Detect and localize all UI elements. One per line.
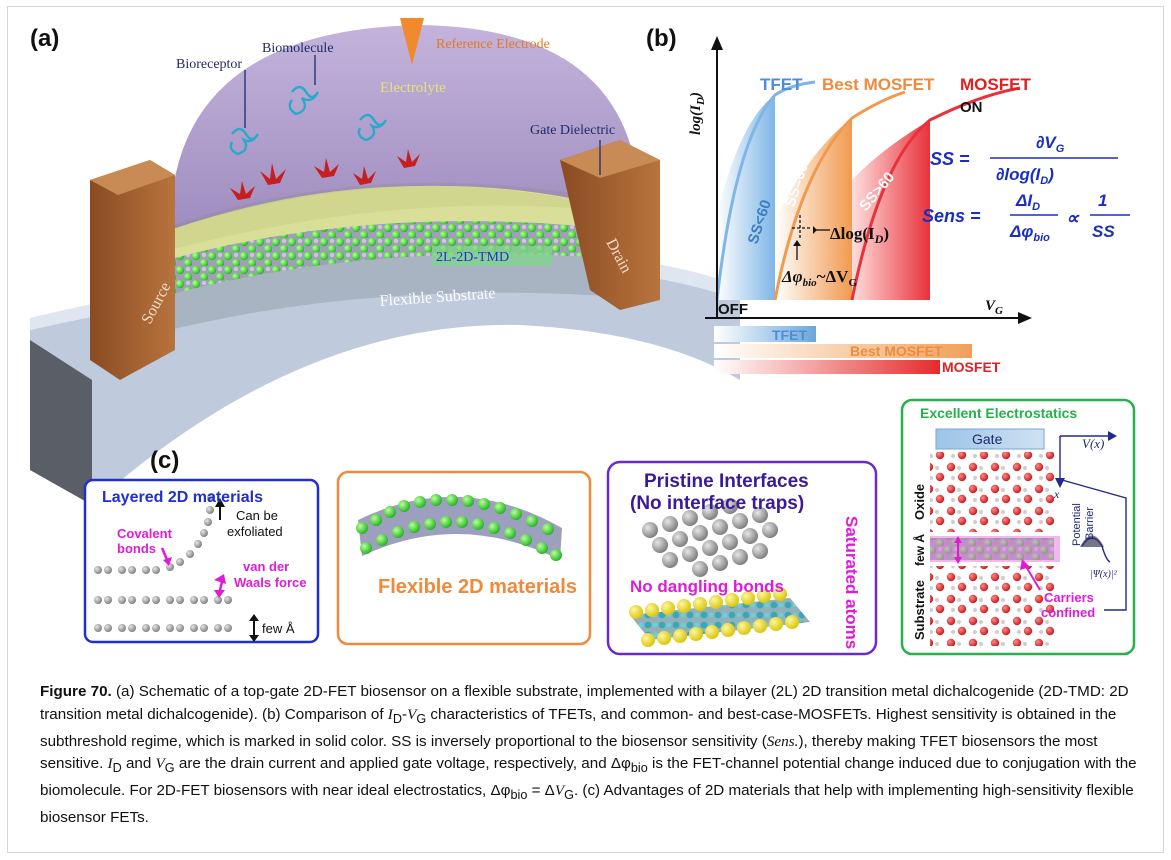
label-off: OFF <box>718 301 748 318</box>
svg-text:SS: SS <box>1092 222 1115 241</box>
mosfet-region <box>852 120 930 300</box>
label-reference-electrode: Reference Electrode <box>436 37 550 52</box>
bioreceptors <box>230 149 420 200</box>
svg-text:SS =: SS = <box>930 149 970 169</box>
svg-text:ΔID: ΔID <box>1015 191 1040 213</box>
label-van-der: van der <box>243 559 289 574</box>
panel-label-b: (b) <box>646 25 677 52</box>
figure-caption: Figure 70. (a) Schematic of a top-gate 2… <box>40 683 1137 827</box>
biomolecules <box>229 85 388 156</box>
label-oxide: Oxide <box>912 484 927 520</box>
y-axis-label: log(ID) <box>688 92 707 135</box>
box4-title: Excellent Electrostatics <box>920 405 1077 421</box>
box-flexible-2d <box>336 470 592 646</box>
label-electrolyte: Electrolyte <box>380 80 446 96</box>
tfet-region <box>717 95 775 300</box>
box-layered-2d <box>83 478 320 644</box>
reference-electrode-shape <box>400 18 424 65</box>
box3-title-line2: (No interface traps) <box>630 493 804 514</box>
svg-text:∂VG: ∂VG <box>1036 133 1065 155</box>
figure-label: Figure 70. <box>40 683 112 700</box>
label-bonds: bonds <box>117 541 156 556</box>
label-carriers: Carriers <box>1044 590 1094 605</box>
panel-label-c: (c) <box>150 447 179 474</box>
label-bioreceptor: Bioreceptor <box>176 57 242 72</box>
label-saturated-atoms: Saturated atoms <box>842 516 861 649</box>
x-axis-label: VG <box>985 298 1003 317</box>
bar-label-tfet: TFET <box>772 327 807 343</box>
svg-text:Sens =: Sens = <box>922 206 981 226</box>
label-exfoliated: exfoliated <box>227 524 283 539</box>
label-substrate: Substrate <box>912 580 927 640</box>
label-confined: confined <box>1041 605 1095 620</box>
bar-tfet <box>714 326 816 342</box>
label-can-be: Can be <box>236 508 278 523</box>
flexible-substrate-shape <box>30 267 740 505</box>
panel-a <box>30 18 740 505</box>
best-mosfet-region <box>775 118 852 300</box>
label-potential: Potential <box>1071 503 1083 546</box>
svg-text:∝: ∝ <box>1066 208 1080 228</box>
electrolyte-dome <box>170 25 640 230</box>
legend-tfet: TFET <box>760 75 803 94</box>
label-waals-force: Waals force <box>234 575 307 590</box>
label-channel: 2L-2D-TMD <box>436 250 509 265</box>
label-delta-phi: Δφbio~ΔVG <box>781 267 857 289</box>
mosfet-curve <box>850 86 1021 301</box>
label-x: x <box>1053 487 1060 501</box>
box3-title-line1: Pristine Interfaces <box>644 471 809 492</box>
box1-title: Layered 2D materials <box>102 489 263 506</box>
drain-block <box>560 140 660 310</box>
legend-best-mosfet: Best MOSFET <box>822 75 935 94</box>
source-block <box>90 160 175 380</box>
label-covalent: Covalent <box>117 526 173 541</box>
panel-label-a: (a) <box>30 25 59 52</box>
label-gate-dielectric: Gate Dielectric <box>530 123 615 138</box>
tmd-bilayer <box>160 221 640 305</box>
best-mosfet-curve <box>773 90 906 301</box>
figure-art: (a) Bioreceptor Biomolecule Reference El… <box>30 18 1136 656</box>
label-delta-log: Δlog(ID) <box>830 224 889 246</box>
box-pristine-interfaces <box>606 460 878 656</box>
label-psi: |Ψ(x)|² <box>1090 569 1118 580</box>
label-biomolecule: Biomolecule <box>262 41 334 56</box>
panel-b <box>705 36 1032 374</box>
figure-frame <box>7 6 1164 853</box>
box2-label: Flexible 2D materials <box>378 576 577 598</box>
legend-mosfet: MOSFET <box>960 75 1031 94</box>
label-few-a: few Å <box>262 621 295 636</box>
ss-equation: SS = ∂VG ∂log(ID) <box>930 133 1118 187</box>
label-barrier: Barrier <box>1084 507 1096 540</box>
bar-label-mosfet: MOSFET <box>942 359 1001 375</box>
label-few-a-vertical: few Å <box>912 534 927 566</box>
svg-text:Δφbio: Δφbio <box>1009 222 1050 244</box>
label-on: ON <box>960 99 983 116</box>
svg-text:∂log(ID): ∂log(ID) <box>996 165 1054 187</box>
bar-label-best-mosfet: Best MOSFET <box>850 343 943 359</box>
label-no-dangling-bonds: No dangling bonds <box>630 577 784 596</box>
tfet-curve <box>715 80 816 301</box>
label-v-of-x: V(x) <box>1082 436 1104 451</box>
svg-text:1: 1 <box>1098 191 1107 210</box>
bar-best-mosfet <box>714 344 972 358</box>
box-excellent-electrostatics <box>900 398 1136 656</box>
bar-mosfet <box>714 360 940 374</box>
sens-equation: Sens = ΔID Δφbio ∝ 1 SS <box>922 191 1130 244</box>
label-gate: Gate <box>972 431 1003 447</box>
